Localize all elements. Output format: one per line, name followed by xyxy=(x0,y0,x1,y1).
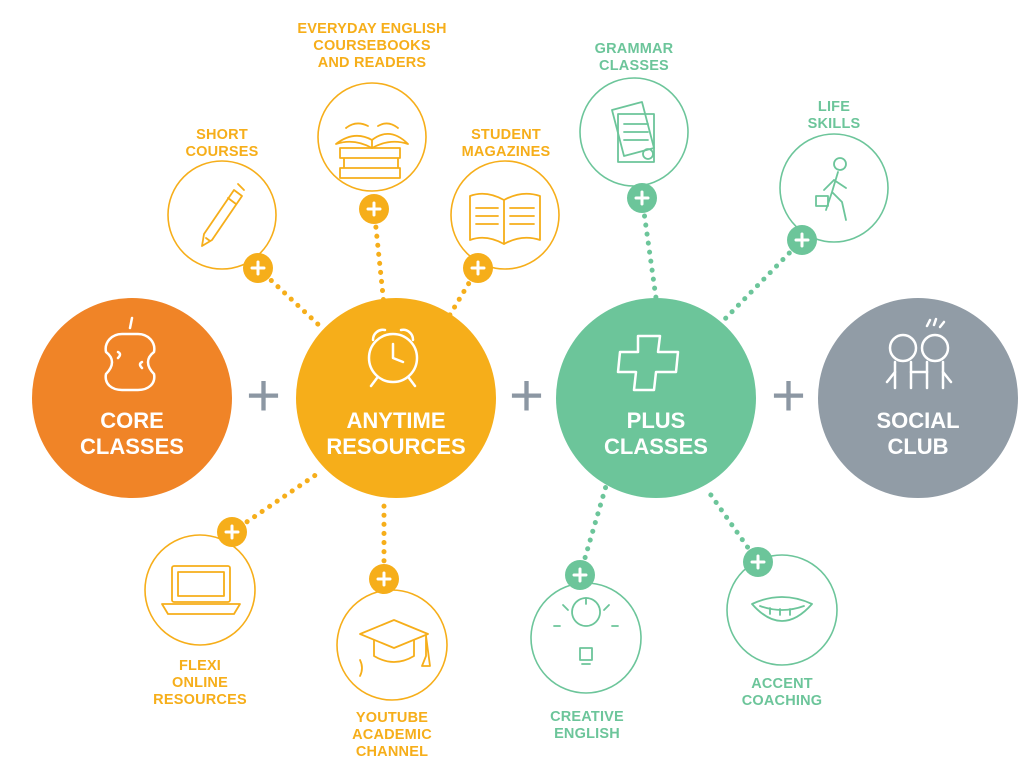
connector-grammar xyxy=(639,195,659,301)
sat-student-magazines-circle[interactable] xyxy=(450,160,560,270)
hub-core-circle[interactable] xyxy=(32,298,232,498)
connector-creative-english xyxy=(577,483,609,578)
hub-anytime-label: ANYTIME RESOURCES xyxy=(326,408,466,459)
plus-core-anytime: + xyxy=(246,362,282,429)
alarm-clock-icon xyxy=(367,328,419,388)
walking-person-icon xyxy=(815,157,847,221)
sat-life-skills-circle[interactable] xyxy=(779,133,889,243)
label-life-skills: LIFE SKILLS xyxy=(807,99,861,132)
label-creative-english: CREATIVE ENGLISH xyxy=(550,709,624,742)
label-flexi-online: FLEXI ONLINE RESOURCES xyxy=(153,658,247,708)
plus-anytime-plus: + xyxy=(509,362,545,429)
hub-anytime-circle[interactable] xyxy=(296,298,496,498)
badge-plus-icons xyxy=(224,190,810,587)
sat-youtube-circle[interactable] xyxy=(336,589,448,701)
plus-plus-social: + xyxy=(771,362,807,429)
hub-social-circle[interactable] xyxy=(818,298,1018,498)
connector-flexi-online xyxy=(229,469,323,535)
label-short-courses: SHORT COURSES xyxy=(185,127,259,160)
books-icon xyxy=(335,122,409,179)
apple-core-icon xyxy=(104,316,156,392)
hub-plus-label: PLUS CLASSES xyxy=(604,408,708,459)
graduation-cap-icon xyxy=(359,619,431,677)
connector-short-courses xyxy=(255,265,325,331)
connector-everyday-english xyxy=(371,206,387,308)
hub-social-label: SOCIAL CLUB xyxy=(876,408,960,459)
sat-accent-coaching-circle[interactable] xyxy=(726,554,838,666)
plus-cross-icon xyxy=(616,334,680,392)
people-icon xyxy=(885,317,953,390)
label-everyday-english: EVERYDAY ENGLISH COURSEBOOKS AND READERS xyxy=(297,21,447,71)
pen-icon xyxy=(201,183,245,247)
documents-icon xyxy=(611,101,655,163)
sat-everyday-english-circle[interactable] xyxy=(317,82,427,192)
label-youtube: YOUTUBE ACADEMIC CHANNEL xyxy=(352,710,432,760)
sat-short-courses-circle[interactable] xyxy=(167,160,277,270)
connector-accent-coaching xyxy=(703,485,761,565)
label-accent-coaching: ACCENT COACHING xyxy=(741,676,823,709)
sat-flexi-online-circle[interactable] xyxy=(144,534,256,646)
smiling-mouth-icon xyxy=(751,596,813,622)
label-student-magazines: STUDENT MAGAZINES xyxy=(461,127,551,160)
label-grammar: GRAMMAR CLASSES xyxy=(594,41,674,74)
open-magazine-icon xyxy=(469,192,541,245)
lightbulb-icon xyxy=(553,597,619,665)
connector-life-skills xyxy=(719,237,805,325)
hub-core-label: CORE CLASSES xyxy=(80,408,184,459)
laptop-icon xyxy=(161,565,241,615)
hub-plus-circle[interactable] xyxy=(556,298,756,498)
